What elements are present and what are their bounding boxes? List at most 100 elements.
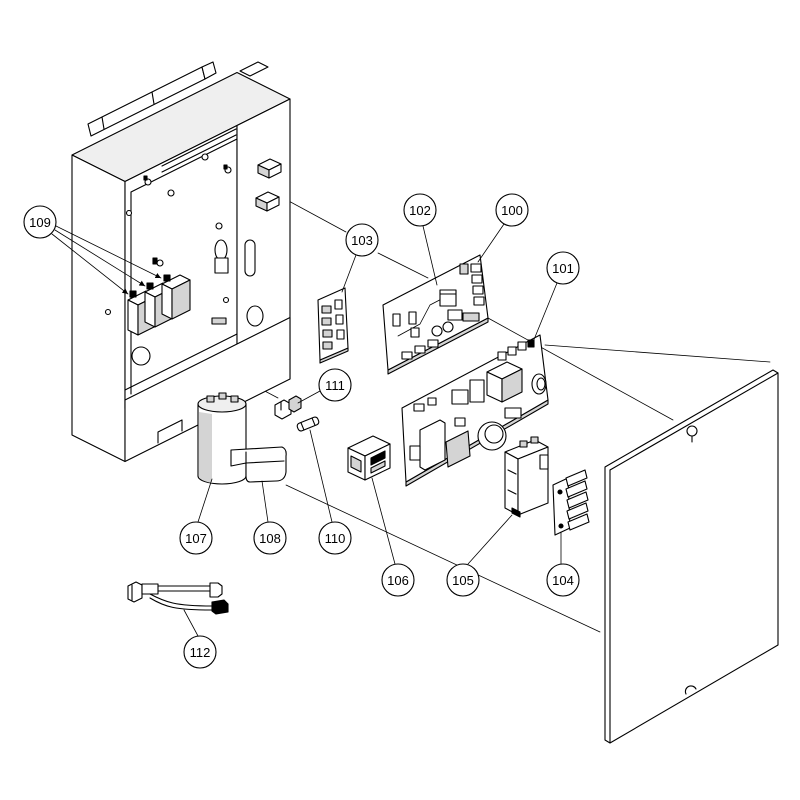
module-tab [530,436,539,444]
harness-connector-left [127,581,143,603]
relay-front [127,299,139,336]
board-102-part [401,351,413,360]
capacitor-107 [197,392,247,485]
board-102-part [427,339,439,348]
board-102-capacitor [442,321,454,333]
screw [201,153,209,161]
callout-106: 106 [381,563,415,597]
callout-label: 100 [501,203,523,218]
board-102-block [447,309,463,321]
callout-circle [495,193,529,227]
board-101-capacitor-cap [536,377,546,391]
box-flange-tab [201,61,217,80]
board-101-part [409,445,421,461]
strap-band [230,446,287,483]
callout-111: 111 [318,368,352,402]
callout-circle [183,635,217,669]
capacitor-terminal [206,395,215,403]
callout-label: 110 [325,531,346,546]
assembly-line [544,344,771,363]
wall-knockout [246,305,264,327]
callout-label: 101 [552,261,574,276]
wall-relay-side [266,196,280,212]
leader-100 [477,223,505,263]
leader-102 [422,225,438,286]
callout-108: 108 [253,521,287,555]
callout-112: 112 [183,635,217,669]
screw [156,259,164,267]
callout-100: 100 [495,193,529,227]
board-102-connector [471,274,483,284]
board-101-block [419,419,446,471]
board-102-ic [462,312,480,322]
callout-107: 107 [179,521,213,555]
callout-circle [23,205,57,239]
terminal-board-103 [317,287,349,364]
leader-101 [532,282,558,343]
leader-112 [183,609,199,637]
box-top-tab [239,61,269,77]
board-101-relay [451,389,469,405]
harness-wire-lower [149,593,213,607]
board-102-connector [473,296,485,306]
callout-105: 105 [446,563,480,597]
board-102-connector [470,263,482,273]
board-102-part [408,311,417,325]
control-board-102 [382,254,489,375]
control-board-101 [401,334,549,487]
board-101-transformer-side [501,368,523,403]
module-groove [507,489,517,495]
block-opening [370,450,386,466]
board-101-part [427,397,437,406]
cover-panel-edge [609,372,779,471]
board-101-connector [507,346,517,356]
label-plate [211,317,227,325]
screw [215,222,223,230]
leader-lines [51,223,562,637]
strip-screw [558,523,564,529]
callout-circle [403,193,437,227]
capacitor-terminal [218,392,227,400]
module-groove [507,469,517,475]
board-102-part [414,345,426,354]
relay-109-c [161,274,191,320]
strip-terminal [565,469,588,487]
module-clip [539,454,549,470]
connector-plug [288,395,302,413]
strip-terminal [565,480,588,498]
switch-block-106 [347,435,391,481]
board-103-terminal [321,317,332,326]
callout-label: 107 [185,531,207,546]
connector-111 [274,395,302,420]
callout-label: 109 [29,215,51,230]
relay-terminal [129,290,137,298]
strip-screw [557,489,563,495]
callout-label: 105 [452,573,474,588]
assembly-line [487,317,674,421]
mounting-rail [161,134,237,173]
capacitor-shading [199,412,212,483]
callout-109: 109 [23,205,57,239]
board-101-connector [497,351,507,361]
callout-circle [446,563,480,597]
screw [167,189,175,197]
leader-110 [309,429,333,523]
callout-label: 106 [387,573,409,588]
assembly-line [377,252,429,279]
board-101-capacitor-cylinder [531,373,547,395]
capacitor-terminal [230,395,239,403]
wall-slot [244,239,256,277]
board-103-terminal [321,305,332,314]
capacitor-strap-108 [230,446,287,483]
screw [104,308,112,316]
fuse-body [296,416,320,432]
callout-label: 111 [325,378,345,393]
callout-circle [381,563,415,597]
wire-harness-112 [127,581,229,615]
leader-111 [297,390,321,404]
relay-terminal [163,274,171,282]
screw [125,209,133,217]
board-102-relay [439,289,457,307]
stud [223,164,228,170]
